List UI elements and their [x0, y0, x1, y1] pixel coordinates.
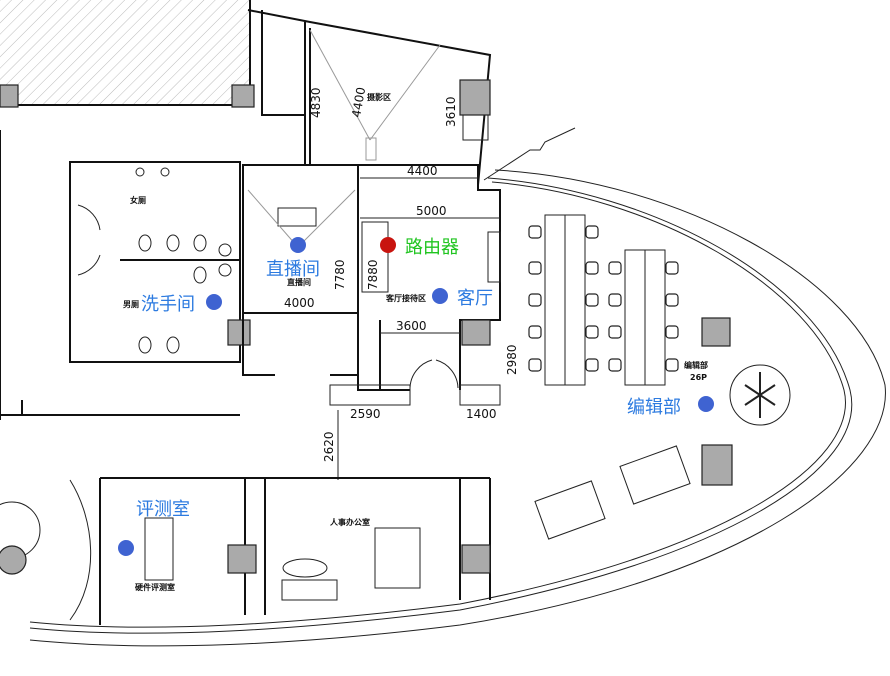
camera-line	[369, 44, 441, 141]
chair	[528, 358, 542, 372]
chair	[585, 325, 599, 339]
outer-wall-line	[29, 181, 846, 628]
cabinet-row	[459, 384, 501, 406]
label-test-room: 评测室	[136, 499, 190, 520]
sink	[462, 114, 489, 141]
dimension-2590: 2590	[350, 407, 381, 421]
chair	[608, 293, 622, 307]
marker-editorial[interactable]	[698, 396, 714, 412]
outer-wall-inner	[29, 177, 853, 634]
chair	[608, 261, 622, 275]
editorial-desks	[544, 214, 666, 386]
chair	[665, 325, 679, 339]
column	[461, 544, 491, 574]
label-editorial: 编辑部	[627, 397, 681, 418]
cad-label-hardware-test-room: 硬件评测室	[135, 582, 175, 592]
chair	[608, 358, 622, 372]
marker-restroom[interactable]	[206, 294, 222, 310]
camera	[365, 137, 377, 161]
test-bench	[144, 517, 174, 581]
label-living-room: 客厅	[457, 288, 493, 309]
cad-label-live-room: 直播间	[287, 277, 311, 287]
dimension-4400: 4400	[407, 164, 438, 178]
lower-desks	[534, 445, 691, 540]
column	[701, 444, 733, 486]
dimension-2620: 2620	[322, 431, 336, 462]
dimension-4400-diagonal: 4400	[349, 86, 368, 119]
cad-label-editorial: 编辑部	[684, 360, 708, 370]
dimension-7880: 7880	[366, 259, 380, 290]
coffee-table	[282, 558, 328, 578]
light-line	[299, 189, 356, 246]
plant-icon	[729, 364, 791, 426]
column	[0, 84, 19, 108]
marker-router[interactable]	[380, 237, 396, 253]
column	[227, 319, 251, 346]
cad-label-editorial-seats: 26P	[690, 373, 707, 382]
dimension-4000: 4000	[284, 296, 315, 310]
living-room-walls	[357, 164, 501, 391]
chair	[665, 358, 679, 372]
callout-leader	[483, 127, 576, 181]
column	[227, 544, 257, 574]
cabinet	[487, 231, 501, 283]
hatched-area	[0, 0, 250, 105]
planter	[69, 479, 92, 621]
plant-icon-branches	[744, 372, 776, 418]
toilets	[77, 167, 232, 354]
outer-wall-outer	[29, 169, 886, 647]
restroom-block	[69, 161, 241, 363]
cad-label-women-restroom: 女厕	[130, 195, 146, 205]
chair	[528, 261, 542, 275]
dimension-4830: 4830	[309, 87, 323, 118]
cad-label-men-restroom: 男厕	[123, 300, 139, 309]
column	[461, 319, 491, 346]
marker-live-room[interactable]	[290, 237, 306, 253]
dimension-3600: 3600	[396, 319, 427, 333]
label-router: 路由器	[405, 237, 459, 258]
chair	[585, 293, 599, 307]
desk	[277, 207, 317, 227]
chair	[585, 225, 599, 239]
cad-label-hr-office: 人事办公室	[330, 517, 370, 527]
light-line	[247, 189, 297, 246]
dimension-2980: 2980	[505, 344, 519, 375]
chair	[528, 225, 542, 239]
corridor-wall	[0, 130, 240, 420]
dimension-1400: 1400	[466, 407, 497, 421]
hr-desk	[374, 527, 421, 589]
marker-living-room[interactable]	[432, 288, 448, 304]
chair	[665, 261, 679, 275]
label-live-room: 直播间	[266, 259, 320, 280]
dimension-3610: 3610	[444, 96, 458, 127]
chair	[528, 325, 542, 339]
round-table-center	[0, 545, 27, 575]
dimension-5000: 5000	[416, 204, 447, 218]
camera-line	[309, 29, 371, 141]
door-swing	[409, 359, 459, 389]
marker-test-room[interactable]	[118, 540, 134, 556]
chair	[585, 261, 599, 275]
cad-label-reception: 客厅接待区	[385, 293, 426, 303]
chair	[528, 293, 542, 307]
sofa	[281, 579, 338, 601]
column	[459, 79, 491, 116]
cad-label-photo-area: 摄影区	[367, 92, 391, 102]
dimension-7780: 7780	[333, 259, 347, 290]
chair	[585, 358, 599, 372]
chair	[665, 293, 679, 307]
chairs	[528, 225, 679, 372]
sofa	[361, 221, 389, 293]
cabinet-row	[329, 384, 411, 406]
column	[701, 317, 731, 347]
column	[231, 84, 255, 108]
photo-zone-walls	[247, 9, 492, 186]
label-restroom: 洗手间	[141, 294, 195, 315]
chair	[608, 325, 622, 339]
